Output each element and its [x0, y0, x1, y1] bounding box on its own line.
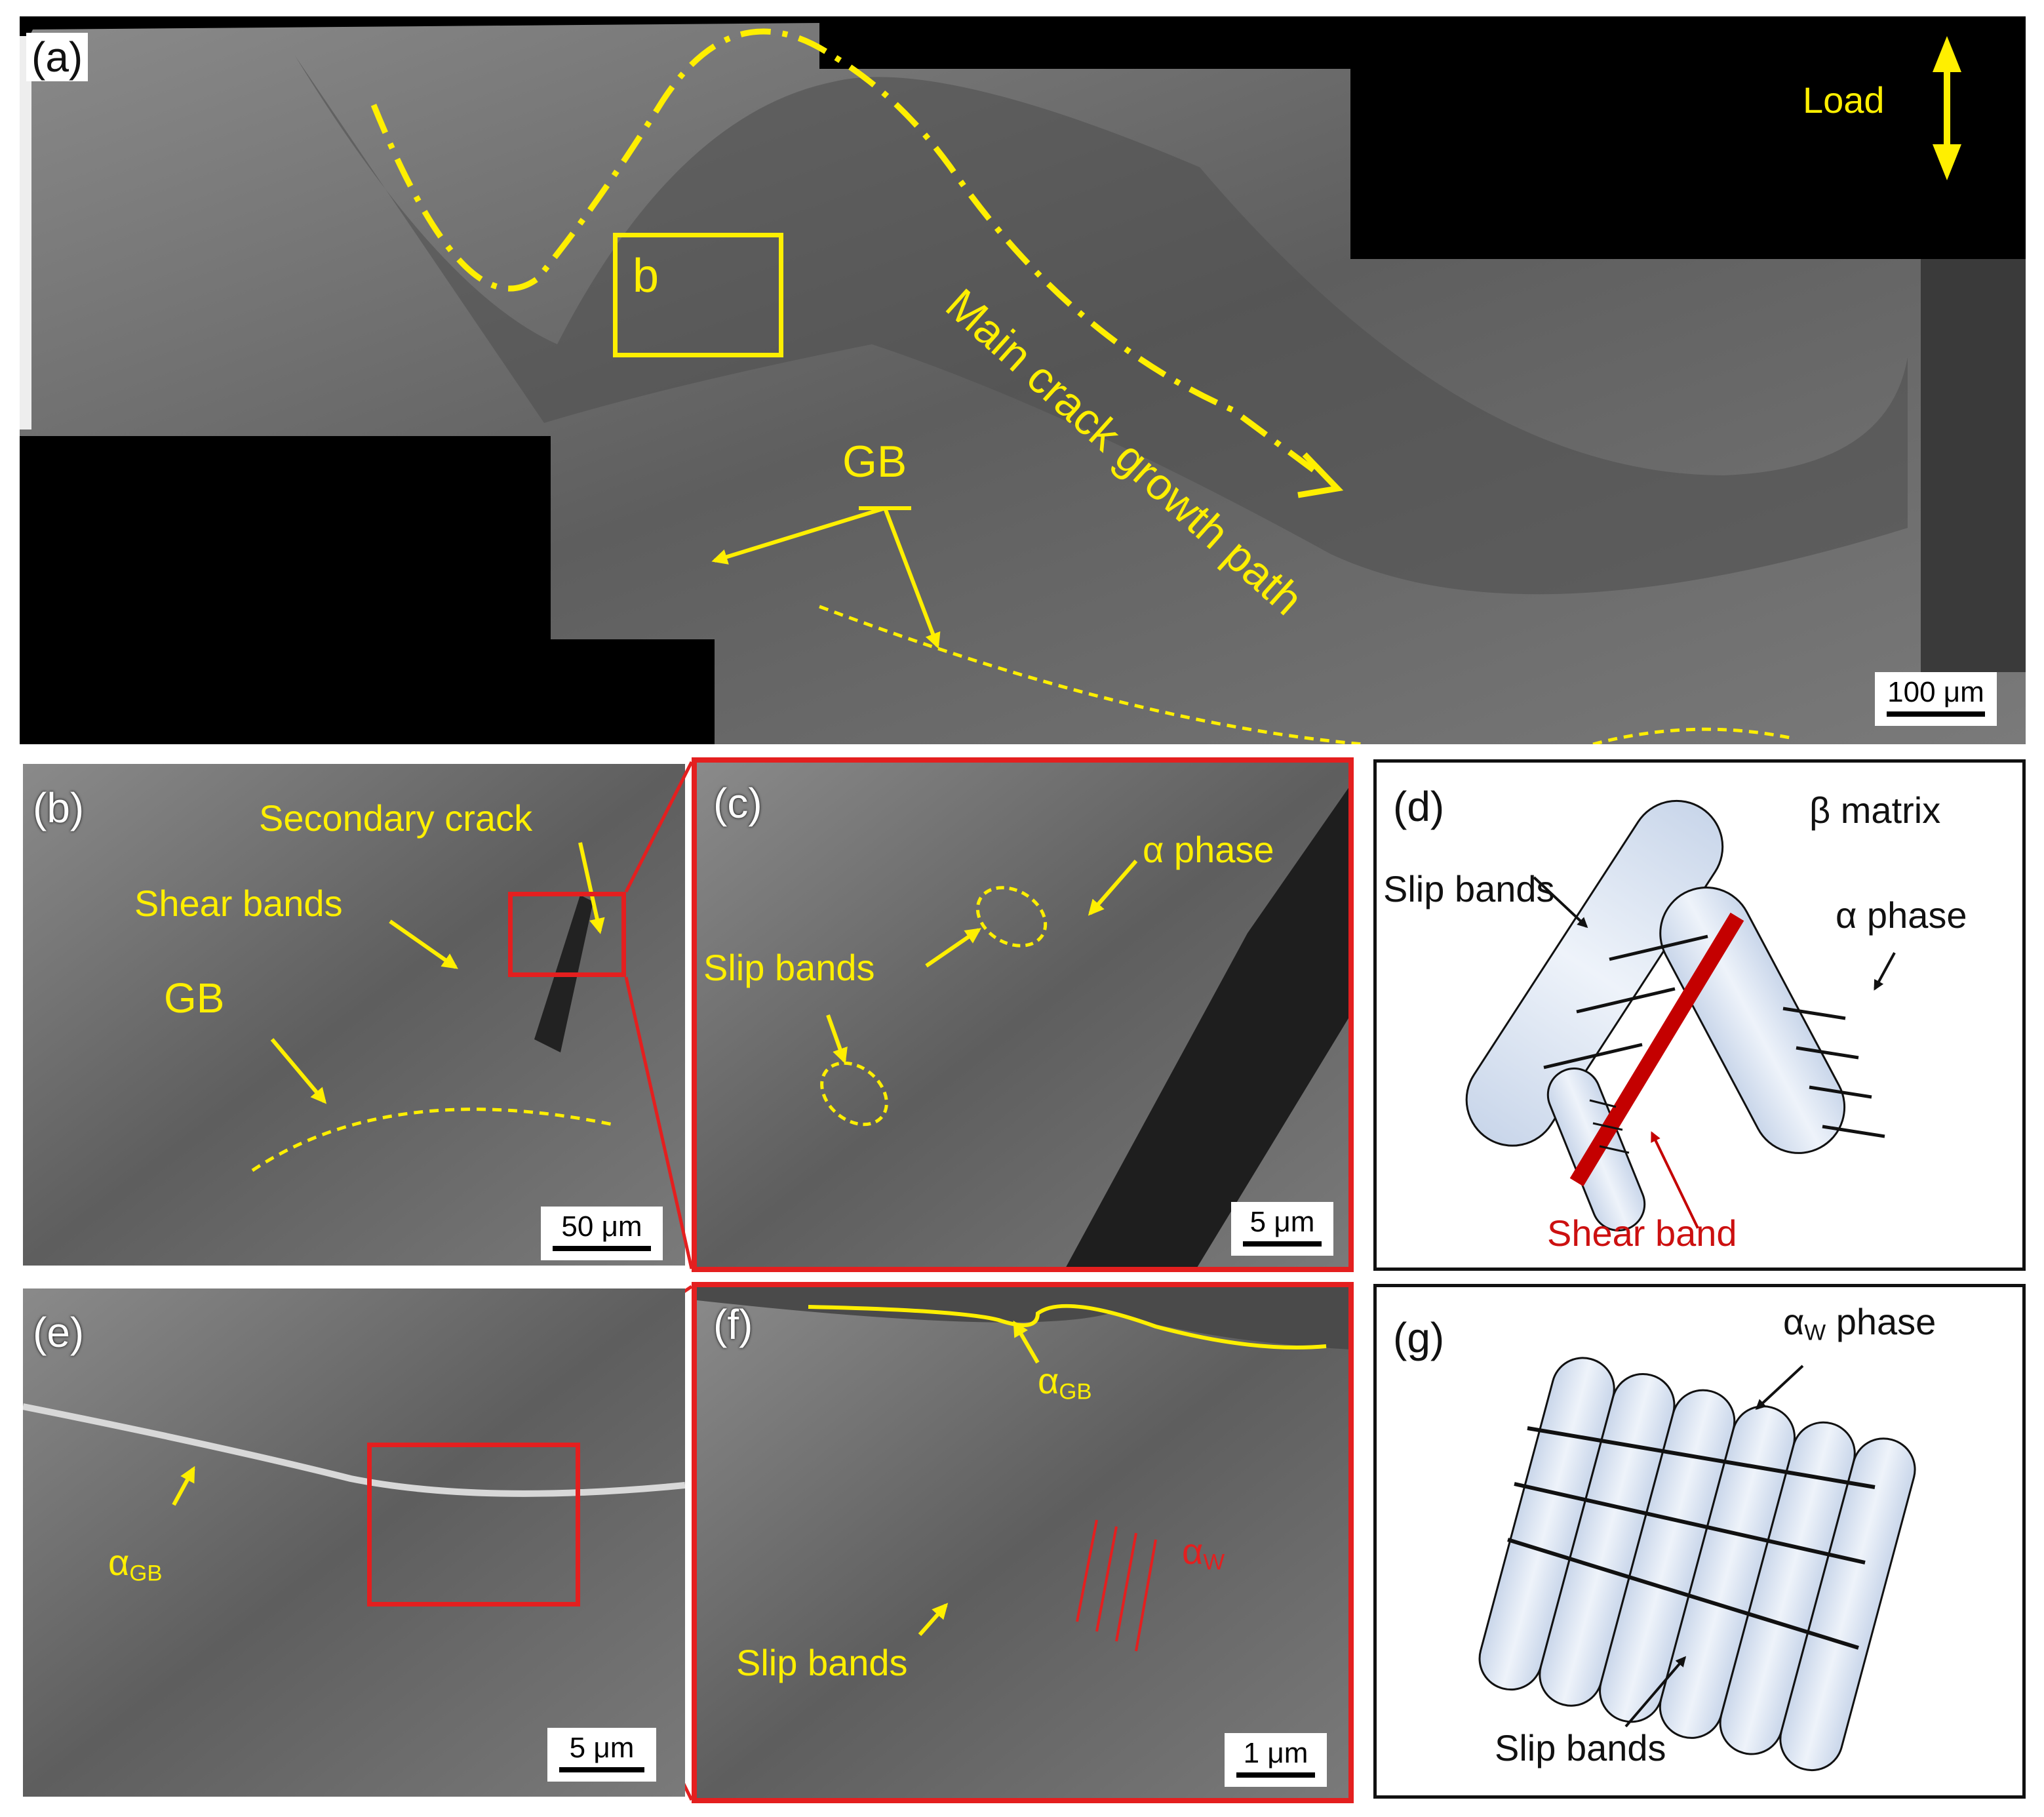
- slip-bands-arrow-g: [1624, 1656, 1687, 1728]
- alpha-gb-line: [808, 1304, 1327, 1349]
- panel-d-schematic: [1465, 799, 1896, 1231]
- panel-e-micrograph: [23, 1288, 685, 1797]
- alpha-gb-label-e: αGB: [108, 1542, 163, 1586]
- alpha-w-laths: [1478, 1357, 1916, 1772]
- slip-bands-label-c: Slip bands: [703, 947, 875, 988]
- panel-c: (c) α phase Slip bands 5 μm: [692, 757, 1354, 1272]
- panel-e-label: (e): [33, 1309, 85, 1356]
- shear-bands-arrow: [389, 919, 458, 969]
- panel-g-schematic: [1478, 1357, 1916, 1772]
- alpha-arrow-d: [1874, 952, 1896, 991]
- gb-arrow-b: [270, 1038, 327, 1104]
- panel-e: (e) αGB 5 μm: [23, 1288, 685, 1797]
- alpha-w-phase-label: αW phase: [1783, 1301, 1936, 1346]
- slip-line-2: [1514, 1482, 1866, 1565]
- load-label: Load: [1803, 79, 1885, 121]
- secondary-crack-label: Secondary crack: [259, 797, 533, 839]
- secondary-crack-arrow: [578, 842, 605, 934]
- slip-line-3: [1507, 1538, 1859, 1650]
- scale-bar-a: 100 μm: [1875, 672, 1997, 726]
- inset-c-box: [508, 892, 626, 977]
- slip-arrow-1: [925, 928, 981, 968]
- panel-a-fractograph: [20, 23, 2026, 744]
- scale-bar-b: 50 μm: [541, 1207, 663, 1260]
- panel-b: (b) Secondary crack Shear bands GB 50 μm: [23, 764, 685, 1266]
- panel-d-label: (d): [1393, 783, 1445, 830]
- shear-band-bar: [1569, 912, 1744, 1187]
- slip-line-1: [1527, 1426, 1876, 1489]
- panel-b-label: (b): [33, 784, 85, 831]
- inset-b-box: [613, 233, 783, 357]
- panel-a: (a) b Load Main crack growth path GB 100…: [20, 16, 2026, 744]
- inset-b-label: b: [633, 250, 659, 302]
- panel-f-label: (f): [713, 1301, 753, 1348]
- alpha-gb-label-f: αGB: [1038, 1360, 1092, 1405]
- beta-matrix-label: β matrix: [1809, 789, 1941, 831]
- upper-grain-f: [697, 1287, 1348, 1349]
- shear-band-label: Shear band: [1547, 1212, 1737, 1254]
- panel-f: (f) αGB αW Slip bands 1 μm: [692, 1282, 1354, 1803]
- slip-bands-label-f: Slip bands: [736, 1642, 908, 1683]
- alpha-phase-label-c: α phase: [1143, 829, 1274, 870]
- alpha-gb-arrow-e: [172, 1466, 195, 1506]
- shear-band-arrow-d: [1651, 1131, 1699, 1229]
- inset-f-box: [367, 1443, 580, 1607]
- scale-bar-f: 1 μm: [1225, 1733, 1327, 1787]
- panel-a-label: (a): [26, 33, 88, 81]
- panel-d: (d) β matrix Slip bands α phase Shear ba…: [1373, 759, 2026, 1271]
- panel-f-micrograph: [697, 1287, 1348, 1798]
- gb-arrow-down: [883, 507, 941, 649]
- panel-c-micrograph: [697, 763, 1348, 1267]
- crack-path-line: [370, 28, 1323, 478]
- alpha-w-label-f: αW: [1182, 1530, 1225, 1575]
- gb-label-b: GB: [164, 974, 225, 1022]
- gb-label: GB: [842, 437, 907, 487]
- alpha-arrow-c: [1088, 860, 1138, 916]
- scale-bar-c: 5 μm: [1231, 1202, 1333, 1256]
- crack-path-arrowhead: [1297, 452, 1344, 498]
- panel-c-label: (c): [713, 780, 762, 827]
- crack-valley: [295, 56, 1908, 595]
- slip-bands-arrow-d: [1533, 876, 1588, 928]
- panel-b-micrograph: [23, 764, 685, 1266]
- panel-g-label: (g): [1393, 1314, 1445, 1361]
- alpha-w-arrow-g: [1755, 1365, 1804, 1410]
- shear-bands-label: Shear bands: [134, 883, 343, 924]
- panel-g: (g) αW phase Slip bands: [1373, 1284, 2026, 1799]
- grain-boundary-dashed: [819, 605, 1364, 744]
- right-surface: [1921, 259, 2026, 672]
- scale-bar-e: 5 μm: [547, 1728, 656, 1782]
- slip-bands-label-d: Slip bands: [1383, 868, 1555, 909]
- slip-ellipse-1: [975, 886, 1048, 948]
- slip-bands-label-g: Slip bands: [1495, 1727, 1666, 1768]
- slip-arrow-2: [826, 1014, 848, 1064]
- alpha-phase-label-d: α phase: [1836, 894, 1967, 936]
- grain-boundary-e: [23, 1403, 685, 1497]
- gb-arrow-left: [711, 506, 886, 565]
- crack-region-c: [1066, 788, 1348, 1267]
- alpha-gb-arrow-f: [1013, 1320, 1040, 1364]
- left-edge: [20, 36, 31, 429]
- slip-bands-arrow-f: [918, 1603, 949, 1636]
